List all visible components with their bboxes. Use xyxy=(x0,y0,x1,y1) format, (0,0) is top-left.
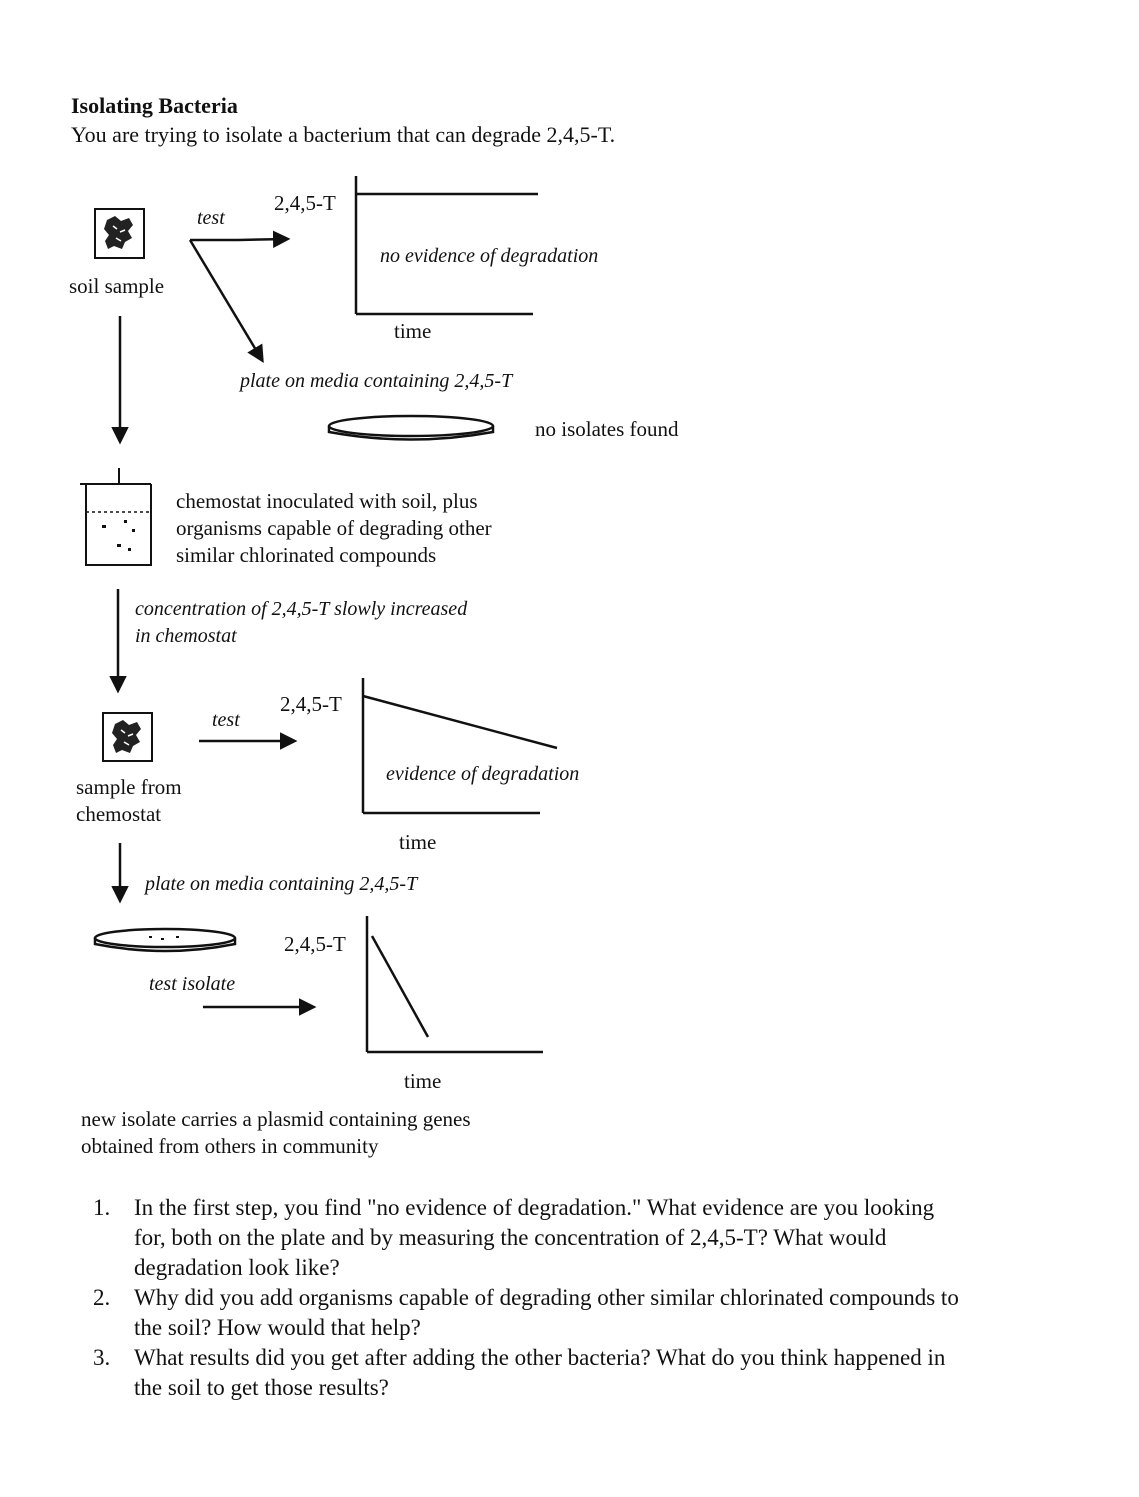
intro-text: You are trying to isolate a bacterium th… xyxy=(71,122,616,147)
compound-label-1: 2,4,5-T xyxy=(274,191,336,215)
test-isolate-label: test isolate xyxy=(149,973,236,995)
graph-3 xyxy=(365,916,543,1054)
chemostat-label-line-2: organisms capable of degrading other xyxy=(176,516,492,540)
time-label-3: time xyxy=(404,1069,442,1093)
petri-dish-1 xyxy=(327,414,495,441)
question-number: 3. xyxy=(93,1345,111,1370)
compound-label-2: 2,4,5-T xyxy=(280,692,342,716)
graph-2-label: evidence of degradation xyxy=(386,763,580,785)
sample-label-line-2: chemostat xyxy=(76,802,162,826)
chemostat-label-line-3: similar chlorinated compounds xyxy=(176,543,437,567)
plate-arrow-1 xyxy=(188,239,264,364)
question-line: for, both on the plate and by measuring … xyxy=(134,1225,887,1250)
question-line: What results did you get after adding th… xyxy=(134,1345,946,1370)
chemostat-sample-icon xyxy=(102,712,153,762)
test-label-1: test xyxy=(197,207,225,229)
sample-label-line-1: sample from xyxy=(76,775,182,799)
concentration-label-line-1: concentration of 2,4,5-T slowly increase… xyxy=(135,598,468,620)
soil-sample-icon xyxy=(94,208,145,259)
graph-1 xyxy=(354,176,538,316)
question-1: 1. In the first step, you find "no evide… xyxy=(93,1193,1093,1283)
conclusion-line-2: obtained from others in community xyxy=(81,1134,379,1158)
test-arrow-1 xyxy=(237,230,291,249)
plate-label-2: plate on media containing 2,4,5-T xyxy=(145,873,418,895)
chemostat-icon xyxy=(80,468,152,566)
question-2: 2. Why did you add organisms capable of … xyxy=(93,1283,1093,1343)
graph-2-decline-line xyxy=(362,694,558,750)
question-number: 1. xyxy=(93,1195,111,1220)
no-isolates-label: no isolates found xyxy=(535,417,679,441)
time-label-2: time xyxy=(399,830,437,854)
compound-label-3: 2,4,5-T xyxy=(284,932,346,956)
test-label-2: test xyxy=(212,709,240,731)
concentration-label-line-2: in chemostat xyxy=(135,625,237,647)
question-list: 1. In the first step, you find "no evide… xyxy=(93,1193,1093,1403)
question-3: 3. What results did you get after adding… xyxy=(93,1343,1093,1403)
graph-3-steep-line xyxy=(370,935,430,1038)
conclusion-line-1: new isolate carries a plasmid containing… xyxy=(81,1107,471,1131)
time-label-1: time xyxy=(394,319,432,343)
soil-sample-label: soil sample xyxy=(69,274,165,298)
graph-1-label: no evidence of degradation xyxy=(380,245,599,267)
petri-dish-2 xyxy=(93,927,237,953)
question-line: the soil to get those results? xyxy=(134,1375,389,1400)
question-line: the soil? How would that help? xyxy=(134,1315,421,1340)
question-line: In the first step, you find "no evidence… xyxy=(134,1195,935,1220)
plate-label-1: plate on media containing 2,4,5-T xyxy=(240,370,513,392)
page-title: Isolating Bacteria xyxy=(71,93,238,118)
question-number: 2. xyxy=(93,1285,111,1310)
question-line: degradation look like? xyxy=(134,1255,340,1280)
graph-2 xyxy=(361,678,558,815)
question-line: Why did you add organisms capable of deg… xyxy=(134,1285,959,1310)
chemostat-label-line-1: chemostat inoculated with soil, plus xyxy=(176,489,478,513)
